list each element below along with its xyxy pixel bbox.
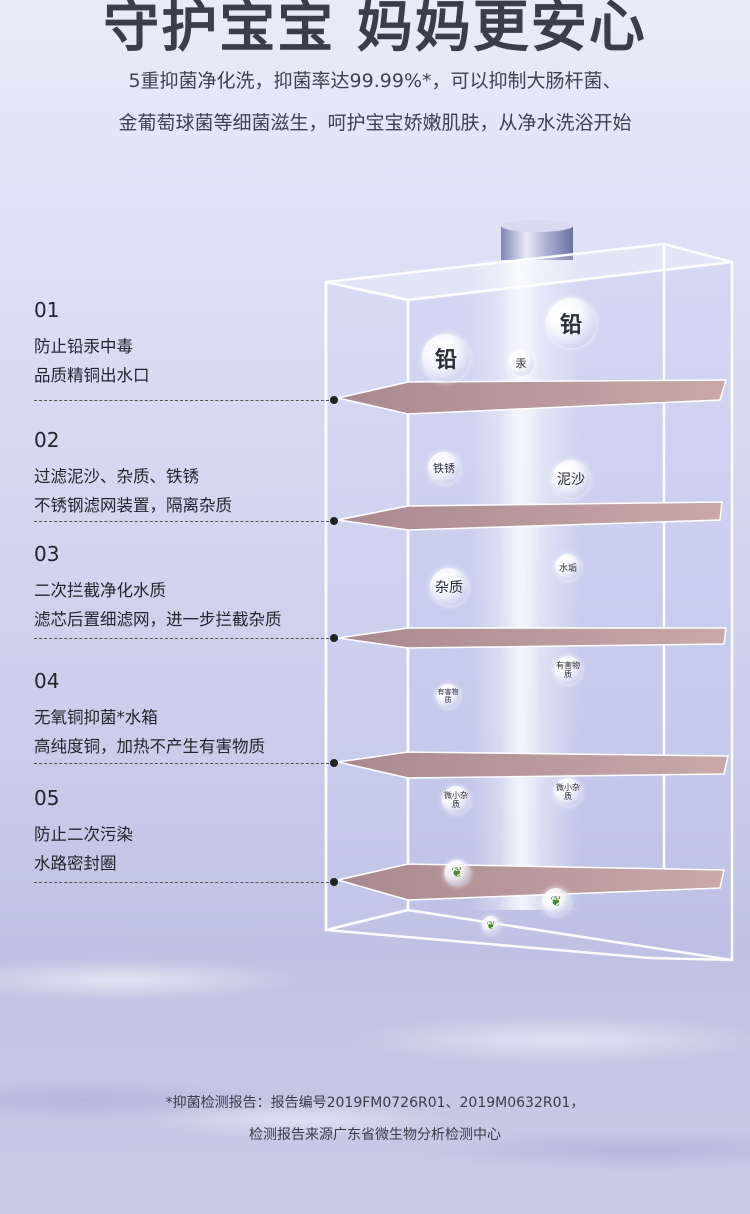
leader-line-1	[34, 400, 334, 401]
bubble-lead-right: 铅	[546, 298, 596, 348]
leader-line-3	[34, 638, 334, 639]
bubble-lead-left: 铅	[422, 334, 470, 382]
filter-layer-2	[337, 501, 723, 531]
top-pipe	[501, 220, 573, 260]
bubble-harmful-left: 有害物质	[436, 684, 460, 708]
sprout-icon: ❦	[444, 860, 470, 886]
bubble-micro-left: 微小杂质	[442, 786, 470, 814]
step-01: 01 防止铅汞中毒 品质精铜出水口	[34, 298, 150, 390]
step-title: 过滤泥沙、杂质、铁锈	[34, 467, 199, 486]
footnote-line-1: *抑菌检测报告：报告编号2019FM0726R01、2019M0632R01，	[165, 1095, 585, 1111]
bubble-harmful-right: 有害物质	[554, 656, 582, 684]
bubble-scale: 水垢	[555, 554, 581, 580]
sprout-icon: ❦	[542, 888, 570, 916]
filter-layer-1	[337, 379, 728, 415]
bubble-micro-right: 微小杂质	[554, 778, 582, 806]
footnote-line-2: 检测报告来源广东省微生物分析检测中心	[249, 1127, 501, 1143]
filter-layer-4	[337, 751, 729, 779]
step-title: 无氧铜抑菌*水箱	[34, 708, 158, 727]
step-description: 高纯度铜，加热不产生有害物质	[34, 737, 265, 756]
filter-layer-3	[337, 627, 727, 649]
filter-layer-5	[337, 863, 725, 901]
subtitle-line-2: 金葡萄球菌等细菌滋生，呵护宝宝娇嫩肌肤，从净水洗浴开始	[118, 112, 632, 134]
water-surface-background	[0, 900, 750, 1214]
leader-dot-4	[330, 759, 338, 767]
step-03: 03 二次拦截净化水质 滤芯后置细滤网，进一步拦截杂质	[34, 542, 282, 634]
step-description: 水路密封圈	[34, 854, 117, 873]
bubble-sand: 泥沙	[552, 460, 590, 498]
subtitle-line-1: 5重抑菌净化洗，抑菌率达99.99%*，可以抑制大肠杆菌、	[128, 70, 622, 92]
leader-line-2	[34, 521, 334, 522]
leader-line-4	[34, 763, 334, 764]
step-title: 防止二次污染	[34, 825, 133, 844]
step-title: 防止铅汞中毒	[34, 337, 133, 356]
leader-dot-1	[330, 396, 338, 404]
bubble-impurity: 杂质	[430, 568, 468, 606]
step-05: 05 防止二次污染 水路密封圈	[34, 786, 133, 878]
step-02: 02 过滤泥沙、杂质、铁锈 不锈钢滤网装置，隔离杂质	[34, 428, 232, 520]
sprout-icon: ❦	[482, 916, 500, 934]
step-number: 04	[34, 669, 60, 693]
step-number: 03	[34, 542, 60, 566]
leader-dot-5	[330, 878, 338, 886]
page-title: 守护宝宝 妈妈更安心	[103, 0, 647, 60]
step-title: 二次拦截净化水质	[34, 581, 166, 600]
bubble-mercury: 汞	[508, 350, 534, 376]
filter-layers	[337, 379, 729, 901]
step-description: 滤芯后置细滤网，进一步拦截杂质	[34, 610, 282, 629]
step-number: 01	[34, 298, 60, 322]
leader-dot-2	[330, 517, 338, 525]
step-description: 品质精铜出水口	[34, 366, 150, 385]
leader-line-5	[34, 882, 334, 883]
leader-dot-3	[330, 634, 338, 642]
step-description: 不锈钢滤网装置，隔离杂质	[34, 496, 232, 515]
step-number: 02	[34, 428, 60, 452]
step-04: 04 无氧铜抑菌*水箱 高纯度铜，加热不产生有害物质	[34, 669, 265, 761]
bubble-rust: 铁锈	[428, 452, 460, 484]
step-number: 05	[34, 786, 60, 810]
